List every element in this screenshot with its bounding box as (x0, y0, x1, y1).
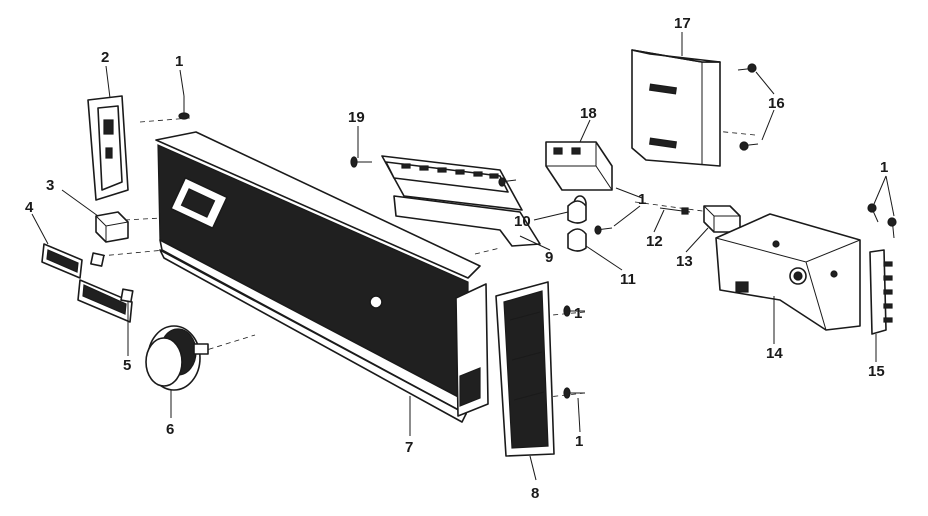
screw-icon (563, 305, 585, 317)
callout-14: 14 (766, 345, 783, 362)
screw-icon (563, 387, 585, 399)
callout-13: 13 (676, 253, 693, 270)
callout-1-top: 1 (175, 53, 183, 70)
part-9-bracket (381, 155, 541, 247)
screw-icon (737, 63, 757, 73)
screw-icon (739, 141, 759, 151)
callout-16: 16 (768, 95, 785, 112)
callout-19: 19 (348, 109, 365, 126)
part-11-clip (567, 228, 587, 252)
part-17-cover (631, 49, 721, 167)
part-5-clips (90, 252, 134, 303)
callout-11: 11 (620, 271, 636, 288)
callout-1-right-screw-top: 1 (574, 305, 582, 322)
part-10-clip (567, 200, 587, 224)
callout-12: 12 (646, 233, 663, 250)
callout-3: 3 (46, 177, 54, 194)
callout-4: 4 (25, 199, 34, 216)
callout-10: 10 (514, 213, 531, 230)
screw-icon (867, 203, 879, 223)
callout-7: 7 (405, 439, 413, 456)
part-13-connector (703, 205, 741, 233)
screw-icon (594, 225, 613, 235)
leader-lines (31, 32, 895, 481)
part-8-vent-grille (495, 281, 555, 457)
part-12-pin (659, 207, 691, 215)
screw-icon (178, 96, 190, 120)
part-3-block (95, 211, 129, 243)
screw-icon (498, 177, 517, 187)
callout-15: 15 (868, 363, 885, 380)
callout-labels: 1 2 3 4 5 6 7 8 9 10 11 12 13 14 15 16 1… (25, 15, 888, 502)
screw-icon (887, 217, 897, 239)
callout-6: 6 (166, 421, 174, 438)
callout-18: 18 (580, 105, 597, 122)
part-2-side-bracket (87, 95, 129, 201)
callout-1-mid: 1 (638, 191, 646, 208)
part-6-knob (145, 325, 209, 391)
screw-icon (350, 156, 372, 168)
part-14-timer-module (715, 213, 861, 331)
callout-8: 8 (531, 485, 539, 502)
callout-17: 17 (674, 15, 691, 32)
callout-1-far-right: 1 (880, 159, 888, 176)
part-7-control-panel (155, 131, 489, 423)
part-4-switch-strips (41, 243, 133, 323)
part-15-terminal-strip (869, 249, 893, 335)
callout-2: 2 (101, 49, 109, 66)
callout-1-right-screw-bottom: 1 (575, 433, 583, 450)
callout-5: 5 (123, 357, 131, 374)
callout-9: 9 (545, 249, 553, 266)
